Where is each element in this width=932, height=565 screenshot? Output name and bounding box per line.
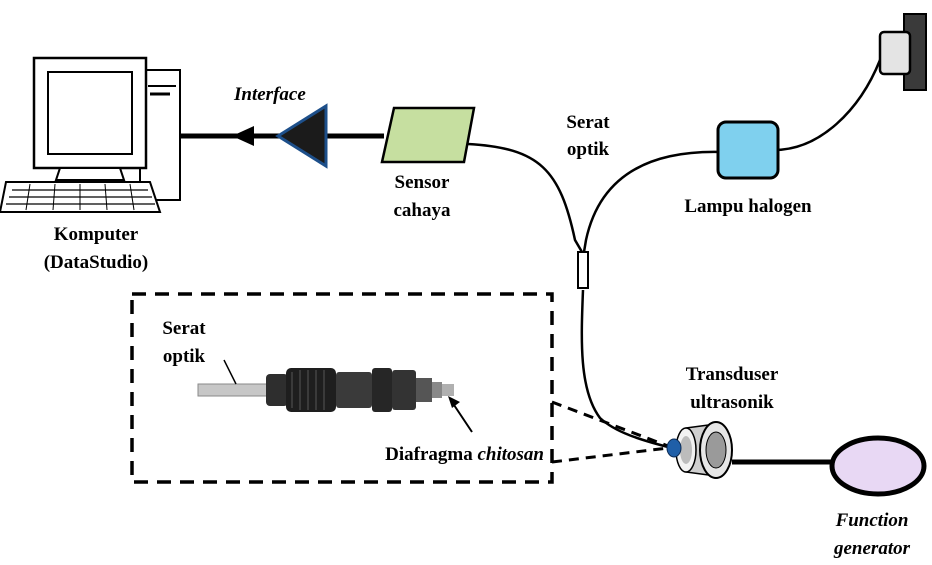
inset-fiber-label-line2: optik <box>163 346 206 367</box>
interface-label: Interface <box>233 84 306 105</box>
function-generator-label: Function <box>835 510 909 531</box>
sensor-label-line2: cahaya <box>394 200 452 221</box>
sensor-probe-inset <box>130 292 554 484</box>
function-generator-label-line2: generator <box>833 538 911 559</box>
inset-fiber-pointer <box>223 359 237 385</box>
function-generator <box>829 435 927 497</box>
lamp-socket-icon <box>878 13 927 91</box>
diaphragm-label-italic: chitosan <box>477 444 544 465</box>
computer-label: Komputer <box>54 224 139 245</box>
inset-pointer-line <box>551 446 669 464</box>
interface-amplifier-icon <box>275 103 328 169</box>
inset-fiber-label: Serat <box>162 318 206 339</box>
fiber-label: Serat <box>566 112 610 133</box>
fiber-coupler <box>577 251 589 289</box>
ultrasonic-transducer-icon <box>675 421 733 479</box>
diaphragm-label-text: Diafragma <box>385 444 477 465</box>
computer-icon <box>0 56 181 213</box>
lamp-label: Lampu halogen <box>684 196 812 217</box>
optical-fiber <box>467 59 882 450</box>
computer-label-subtitle: (DataStudio) <box>44 252 149 273</box>
diaphragm-pointer-arrow <box>448 396 473 433</box>
fiber-label-line2: optik <box>567 139 610 160</box>
transducer-label-line2: ultrasonik <box>690 392 774 413</box>
halogen-lamp <box>716 120 780 180</box>
diaphragm-label: Diafragma chitosan <box>385 444 544 465</box>
fiber-connector-icon <box>197 368 454 412</box>
transducer-label: Transduser <box>686 364 779 385</box>
inset-pointer-line <box>551 400 669 448</box>
chitosan-diaphragm-dot <box>666 438 682 458</box>
light-sensor-box <box>380 106 476 164</box>
sensor-label: Sensor <box>395 172 450 193</box>
signal-arrow-icon <box>232 126 254 146</box>
